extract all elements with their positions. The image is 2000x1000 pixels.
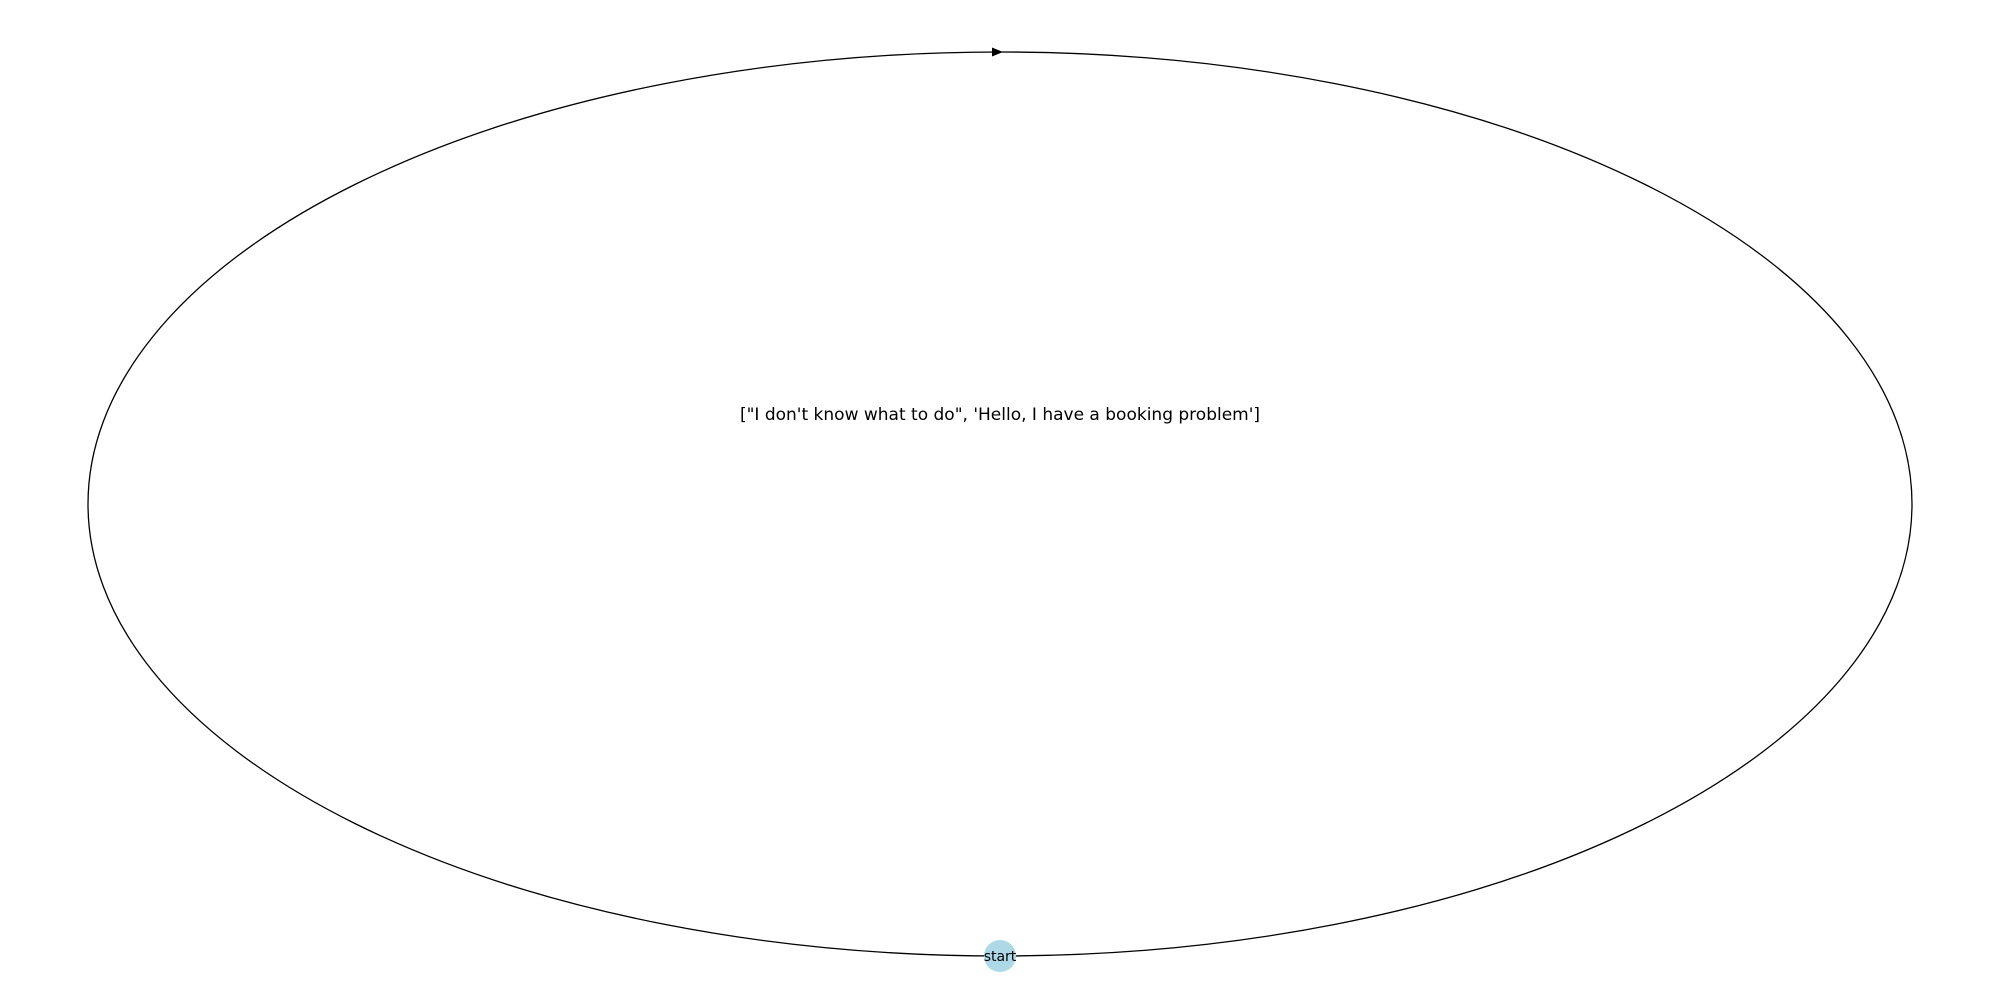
edge-loop-line <box>87 51 1913 957</box>
node-label: start <box>984 949 1017 965</box>
edge-self-loop-start: ["I don't know what to do", 'Hello, I ha… <box>87 47 1913 957</box>
node-circle <box>984 940 1016 972</box>
node-start: start <box>984 940 1017 972</box>
edge-label: ["I don't know what to do", 'Hello, I ha… <box>740 405 1260 425</box>
edge-arrowhead <box>992 47 1003 57</box>
